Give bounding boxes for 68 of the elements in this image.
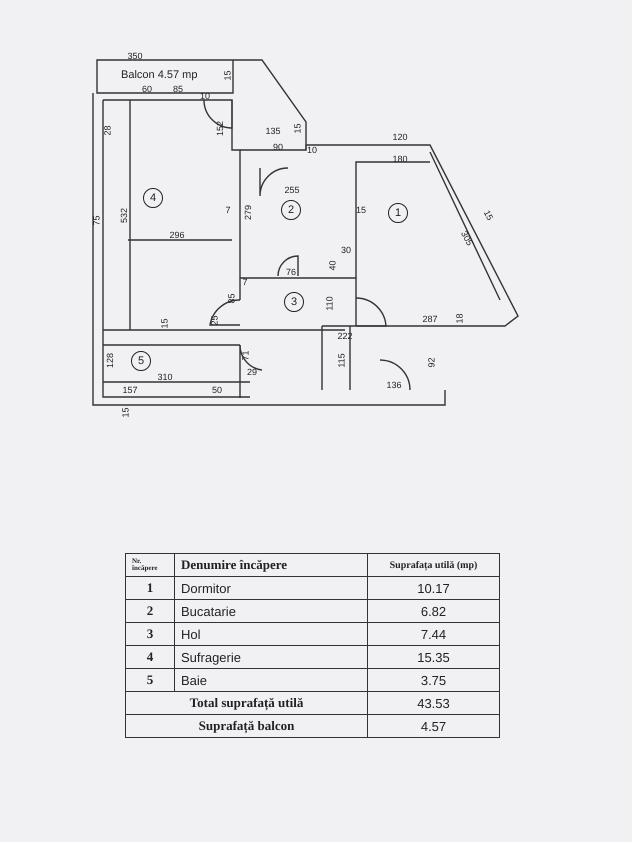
room-name: Bucatarie — [174, 600, 368, 622]
total-label: Suprafață balcon — [126, 714, 368, 738]
dimension-label: 152 — [216, 120, 225, 136]
dimension-label: 157 — [122, 386, 138, 394]
dimension-label: 60 — [142, 84, 152, 94]
room-name: Sufragerie — [174, 646, 368, 668]
dimension-label: 10 — [200, 92, 210, 100]
dimension-label: 296 — [170, 230, 185, 240]
dimension-label: 287 — [422, 314, 438, 324]
room-number: 3 — [284, 292, 304, 312]
dimension-label: 15 — [224, 70, 232, 80]
dimension-label: 136 — [386, 380, 402, 390]
dimension-label: 180 — [392, 154, 408, 164]
room-name: Baie — [174, 668, 368, 692]
column-header: Suprafața utilă (mp) — [368, 554, 500, 576]
dimension-label: 7 — [242, 278, 248, 286]
dimension-label: 135 — [266, 126, 281, 136]
dimension-label: 25 — [210, 315, 220, 325]
room-name: Dormitor — [174, 576, 368, 600]
dimension-label: 7 — [226, 206, 231, 214]
dimension-label: 279 — [244, 204, 253, 220]
dimension-label: 15 — [160, 318, 170, 328]
room-number: 5 — [131, 351, 151, 371]
area-value: 7.44 — [368, 622, 500, 646]
dimension-label: 10 — [307, 146, 318, 154]
dimension-label: 85 — [228, 293, 236, 303]
room-number: 1 — [388, 203, 408, 223]
dimension-label: 15 — [482, 208, 494, 222]
dimension-label: 310 — [158, 372, 173, 382]
dimension-label: 90 — [273, 142, 284, 152]
dimension-label: 120 — [392, 132, 408, 142]
area-value: 3.75 — [368, 668, 500, 692]
dimension-label: 532 — [120, 207, 129, 223]
room-number-text: 4 — [126, 646, 174, 668]
room-number-text: 1 — [126, 576, 174, 600]
dimension-label: 71 — [242, 350, 250, 360]
dimension-label: 50 — [212, 386, 222, 394]
area-value: 4.57 — [368, 714, 500, 738]
dimension-label: 30 — [341, 246, 352, 254]
dimension-label: 305 — [458, 229, 474, 247]
dimension-label: 115 — [338, 352, 347, 368]
dimension-label: 128 — [106, 352, 115, 368]
area-value: 15.35 — [368, 646, 500, 668]
room-number-text: 2 — [126, 600, 174, 622]
room-name: Hol — [174, 622, 368, 646]
dimension-label: 350 — [128, 52, 143, 60]
dimension-label: 15 — [294, 123, 302, 133]
dimension-label: 18 — [456, 313, 464, 323]
room-number-text: 5 — [126, 668, 174, 692]
dimension-label: 92 — [428, 357, 436, 367]
dimension-label: 40 — [328, 260, 338, 270]
area-value: 43.53 — [368, 692, 500, 714]
area-value: 6.82 — [368, 600, 500, 622]
column-header: Denumire încăpere — [174, 554, 368, 576]
dimension-label: 28 — [104, 125, 112, 135]
dimension-label: 75 — [92, 215, 102, 225]
room-label: Balcon 4.57 mp — [121, 70, 198, 80]
dimension-label: 85 — [173, 84, 184, 94]
area-value: 10.17 — [368, 576, 500, 600]
dimension-label: 76 — [286, 268, 296, 276]
room-number: 2 — [281, 200, 301, 220]
dimension-label: 29 — [247, 368, 258, 376]
room-number: 4 — [143, 188, 163, 208]
total-label: Total suprafață utilă — [126, 692, 368, 714]
dimension-label: 15 — [356, 206, 366, 214]
room-number-text: 3 — [126, 622, 174, 646]
dimension-label: 110 — [326, 296, 335, 310]
dimension-label: 15 — [122, 407, 130, 417]
